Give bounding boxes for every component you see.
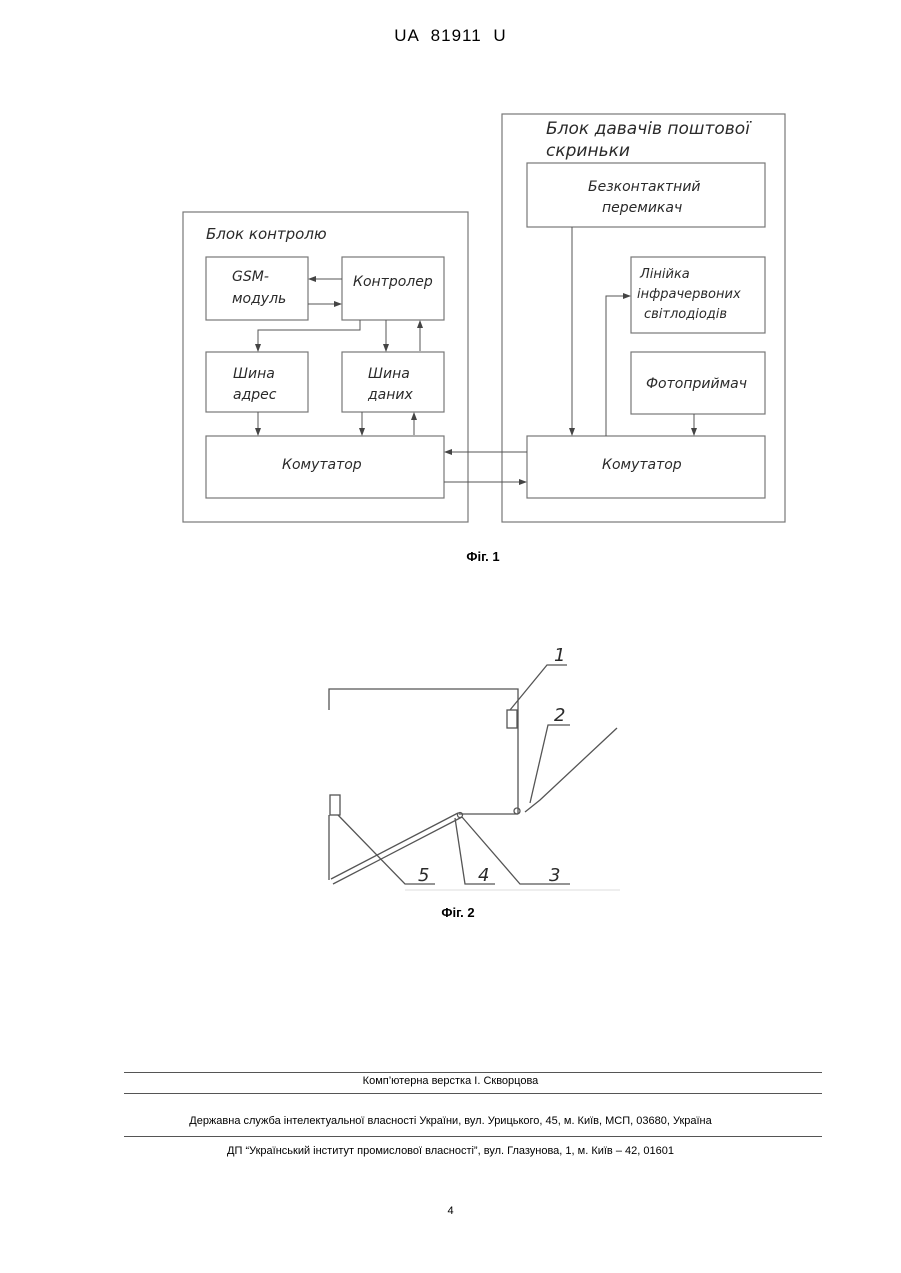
sensor-1	[507, 710, 517, 728]
figure-2-caption: Фіг. 2	[398, 905, 518, 920]
label-1: 1	[554, 645, 565, 666]
footer-divider	[124, 1093, 822, 1094]
label-3: 3	[549, 865, 560, 886]
mailbox-body	[329, 689, 518, 814]
label-2: 2	[554, 705, 565, 726]
agency-address: Державна служба інтелектуальної власност…	[0, 1115, 901, 1127]
label-4: 4	[478, 865, 489, 886]
footer-divider	[124, 1072, 822, 1073]
layout-credit: Комп’ютерна верстка І. Скворцова	[0, 1075, 901, 1087]
institute-address: ДП “Український інститут промислової вла…	[0, 1145, 901, 1157]
page-number: 4	[0, 1205, 901, 1217]
sensor-5	[330, 795, 340, 815]
hinge-2	[514, 808, 520, 814]
footer-divider	[124, 1136, 822, 1137]
label-5: 5	[418, 865, 429, 886]
